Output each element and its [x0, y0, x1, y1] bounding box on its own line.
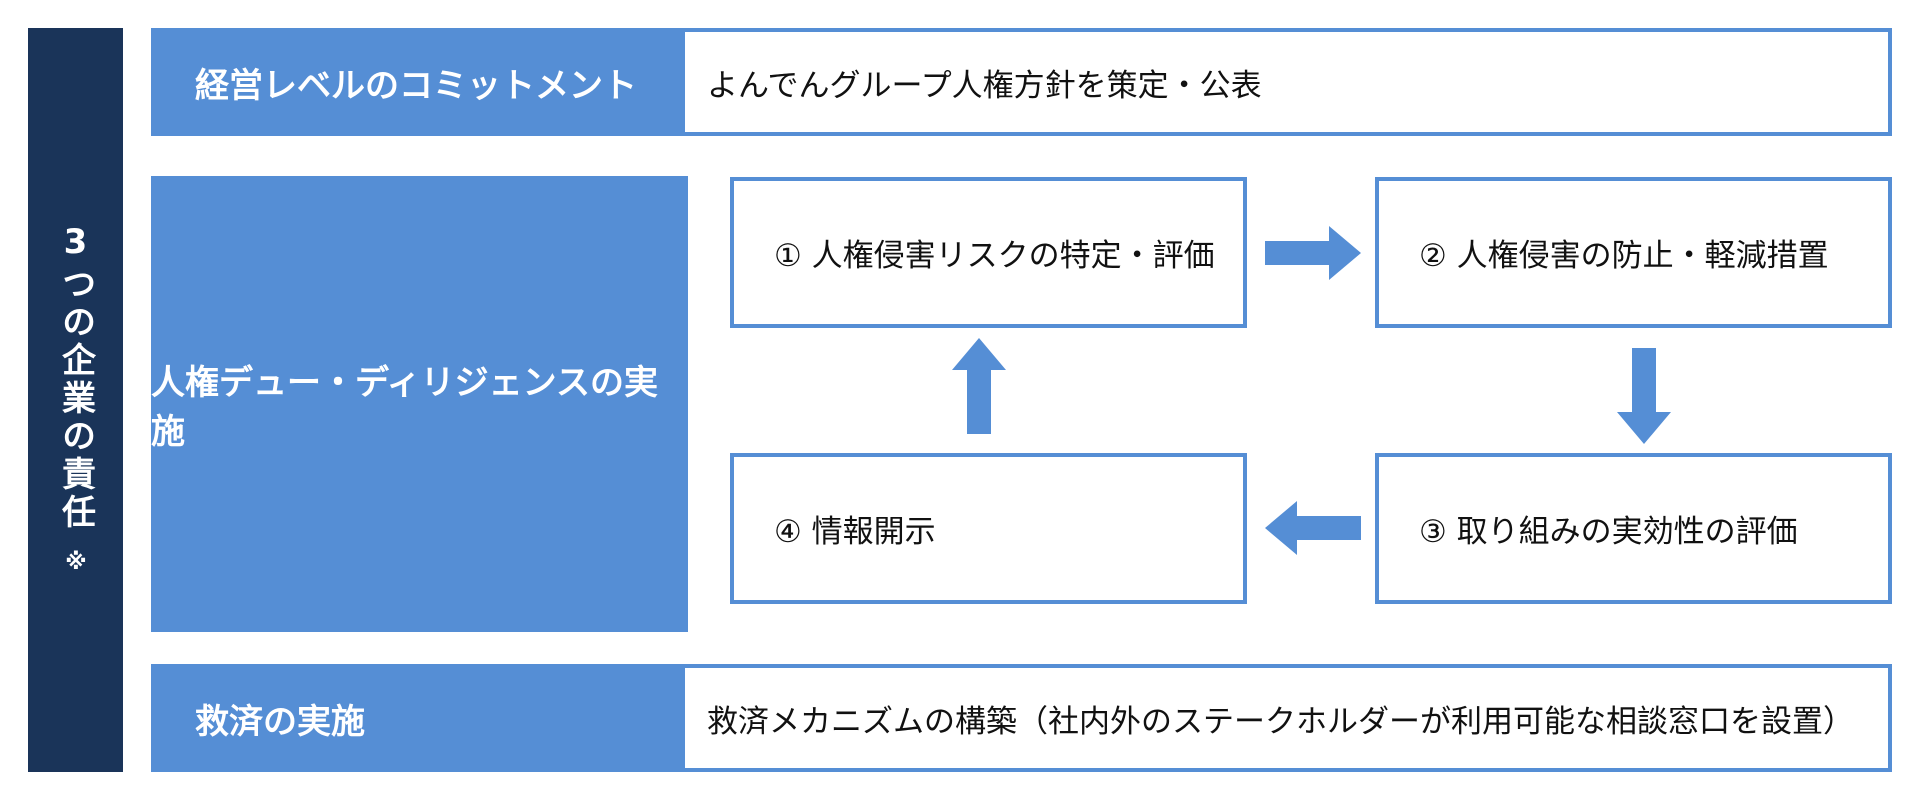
remedy-label: 救済の実施 — [151, 664, 685, 772]
note-mark: ※ — [63, 549, 89, 579]
step-4-box: ④ 情報開示 — [730, 453, 1247, 604]
arrow-down-icon — [1617, 348, 1671, 444]
commitment-description-box: よんでんグループ人権方針を策定・公表 — [681, 28, 1892, 136]
step-2-box: ② 人権侵害の防止・軽減措置 — [1375, 177, 1892, 328]
commitment-label-text: 経営レベルのコミットメント — [195, 65, 637, 106]
remedy-label-text: 救済の実施 — [195, 701, 365, 742]
due-diligence-label: 人権デュー・ディリジェンスの実施 — [151, 176, 688, 632]
step-3-text: ③ 取り組みの実効性の評価 — [1419, 514, 1798, 550]
side-title: 3つの企業の責任 ※ — [55, 221, 96, 579]
step-1-text: ① 人権侵害リスクの特定・評価 — [774, 238, 1215, 274]
side-bar: 3つの企業の責任 ※ — [28, 28, 123, 772]
side-title-text: 3つの企業の責任 — [55, 221, 96, 532]
arrow-right-icon — [1265, 226, 1361, 280]
due-diligence-label-text: 人権デュー・ディリジェンスの実施 — [151, 363, 658, 452]
step-1-box: ① 人権侵害リスクの特定・評価 — [730, 177, 1247, 328]
step-2-text: ② 人権侵害の防止・軽減措置 — [1419, 238, 1829, 274]
step-4-text: ④ 情報開示 — [774, 514, 936, 550]
commitment-label: 経営レベルのコミットメント — [151, 28, 685, 136]
arrow-left-icon — [1265, 501, 1361, 555]
arrow-up-icon — [952, 338, 1006, 434]
remedy-description: 救済メカニズムの構築（社内外のステークホルダーが利用可能な相談窓口を設置） — [707, 703, 1854, 740]
remedy-description-box: 救済メカニズムの構築（社内外のステークホルダーが利用可能な相談窓口を設置） — [681, 664, 1892, 772]
commitment-description: よんでんグループ人権方針を策定・公表 — [707, 67, 1262, 104]
step-3-box: ③ 取り組みの実効性の評価 — [1375, 453, 1892, 604]
